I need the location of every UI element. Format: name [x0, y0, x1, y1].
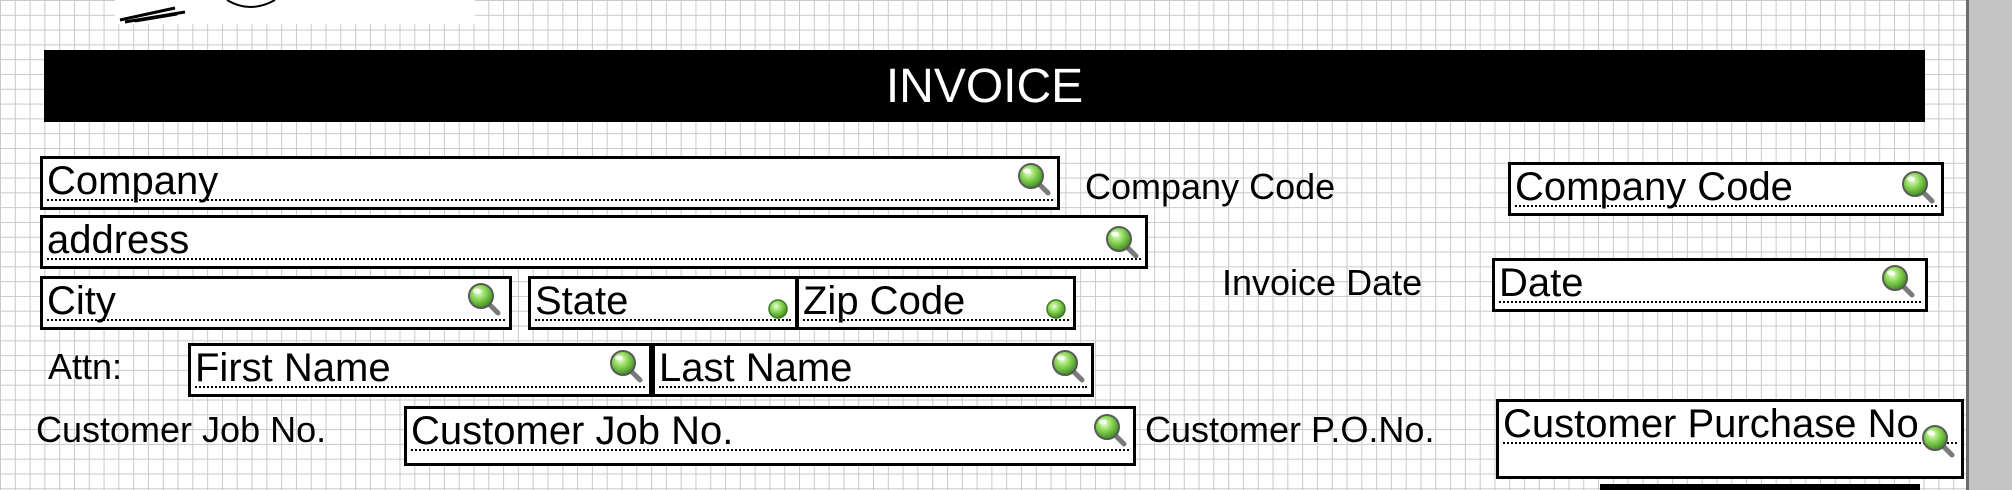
customer-job-no-placeholder: Customer Job No. — [411, 409, 734, 453]
company-code-placeholder: Company Code — [1515, 165, 1793, 209]
window-scrollbar[interactable] — [1966, 0, 2012, 490]
field-underline — [1503, 442, 1957, 444]
customer-po-no-label: Customer P.O.No. — [1145, 409, 1435, 450]
field-underline — [47, 319, 505, 321]
field-underline — [1499, 301, 1921, 303]
city-placeholder: City — [47, 279, 116, 323]
customer-job-no-field[interactable]: Customer Job No. — [404, 406, 1136, 466]
attn-label: Attn: — [48, 346, 123, 387]
field-underline — [535, 319, 791, 321]
zip-code-placeholder: Zip Code — [803, 279, 966, 323]
company-code-label: Company Code — [1085, 166, 1336, 207]
green-dot-icon[interactable] — [1045, 298, 1067, 320]
field-underline — [803, 319, 1069, 321]
first-name-field[interactable]: First Name — [188, 343, 652, 397]
company-code-field[interactable]: Company Code — [1508, 162, 1944, 216]
city-field[interactable]: City — [40, 276, 512, 330]
magnifier-lookup-icon[interactable] — [1051, 349, 1085, 383]
company-logo — [115, 0, 475, 24]
address-field[interactable]: address — [40, 215, 1148, 269]
magnifier-lookup-icon[interactable] — [609, 349, 643, 383]
field-underline — [195, 386, 645, 388]
magnifier-lookup-icon[interactable] — [1017, 162, 1051, 196]
customer-purchase-no-field[interactable]: Customer Purchase No — [1496, 399, 1964, 479]
field-underline — [659, 386, 1087, 388]
invoice-date-field[interactable]: Date — [1492, 258, 1928, 312]
customer-purchase-no-placeholder: Customer Purchase No — [1503, 402, 1919, 446]
green-dot-icon[interactable] — [767, 298, 789, 320]
first-name-placeholder: First Name — [195, 346, 391, 390]
field-underline — [47, 258, 1141, 260]
state-field[interactable]: State — [528, 276, 798, 330]
invoice-date-label: Invoice Date — [1222, 262, 1423, 303]
customer-job-no-label: Customer Job No. — [36, 409, 327, 450]
date-placeholder: Date — [1499, 261, 1584, 305]
address-placeholder: address — [47, 218, 190, 262]
magnifier-lookup-icon[interactable] — [1105, 225, 1139, 259]
next-section-edge — [1600, 484, 1920, 490]
magnifier-lookup-icon[interactable] — [1881, 264, 1915, 298]
magnifier-lookup-icon[interactable] — [1093, 413, 1127, 447]
field-underline — [411, 449, 1129, 451]
last-name-field[interactable]: Last Name — [652, 343, 1094, 397]
zip-code-field[interactable]: Zip Code — [796, 276, 1076, 330]
company-placeholder: Company — [47, 159, 219, 203]
magnifier-lookup-icon[interactable] — [1921, 424, 1955, 458]
last-name-placeholder: Last Name — [659, 346, 853, 390]
field-underline — [1515, 205, 1937, 207]
magnifier-lookup-icon[interactable] — [1901, 170, 1935, 204]
field-underline — [47, 199, 1053, 201]
state-placeholder: State — [535, 279, 629, 323]
magnifier-lookup-icon[interactable] — [467, 282, 501, 316]
company-field[interactable]: Company — [40, 156, 1060, 210]
invoice-title: INVOICE — [44, 50, 1925, 122]
